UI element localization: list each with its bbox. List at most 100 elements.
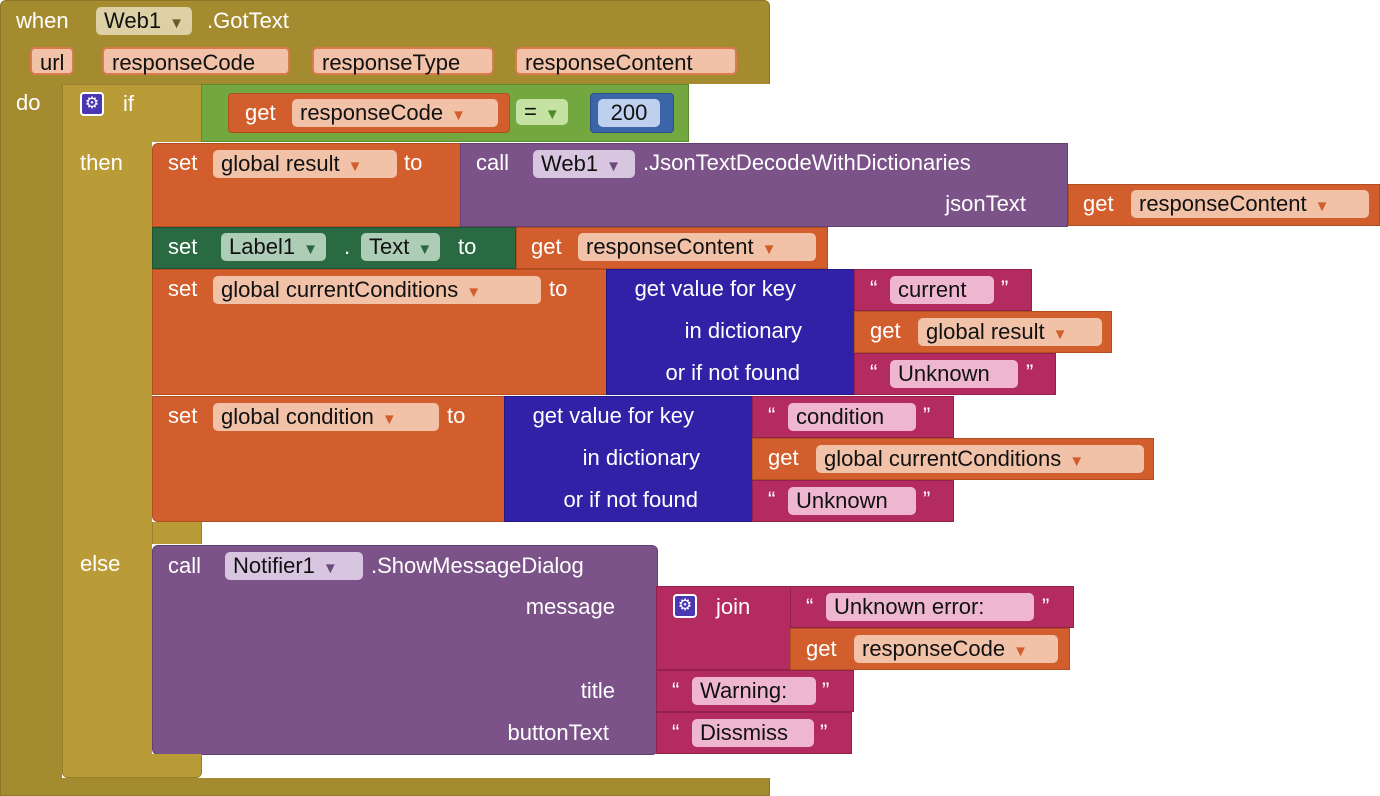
dropdown-arrow-icon: ▼ [347,158,363,175]
set-var-label: global currentConditions [221,277,459,302]
dropdown-arrow-icon: ▼ [1013,643,1028,660]
set-label: set [168,234,198,259]
event-block-footer [0,778,770,796]
event-name-label: .GotText [207,8,289,33]
compare-operator-label: = [524,99,537,124]
call-label: call [168,553,202,578]
event-do-label: do [16,90,41,115]
title-arg-label: title [580,678,615,703]
if-label: if [123,91,134,116]
set-label: set [168,150,198,175]
set-current-conditions-var-dropdown[interactable]: global currentConditions ▼ [213,276,541,304]
dict-lookup-block-1[interactable] [606,269,856,395]
event-component-dropdown[interactable]: Web1 ▼ [96,7,192,35]
call-method-label: .ShowMessageDialog [371,553,584,578]
dict-var-label: global currentConditions [824,446,1062,471]
set-component-label: Label1 [229,234,296,259]
dict-var-dropdown[interactable]: global result ▼ [918,318,1102,346]
set-global-condition-var-dropdown[interactable]: global condition ▼ [213,403,439,431]
set-to-label: to [458,234,477,259]
dropdown-arrow-icon: ▼ [606,158,621,175]
set-global-result-var-dropdown[interactable]: global result ▼ [213,150,397,178]
label1-get-label: get [531,234,562,259]
dropdown-arrow-icon: ▼ [381,411,397,428]
set-to-label: to [447,403,466,428]
open-quote: “ [672,678,680,703]
close-quote: ” [1001,276,1009,301]
call-method-label: .JsonTextDecodeWithDictionaries [643,150,971,175]
event-when-label: when [16,8,69,33]
jsontext-arg-label: jsonText [945,191,1026,216]
set-component-dropdown[interactable]: Label1 ▼ [221,233,326,261]
join-gear-icon[interactable]: ⚙ [673,594,697,618]
call-component-label: Web1 [541,151,599,176]
set-to-label: to [549,276,568,301]
lookup-dict-label: in dictionary [582,445,700,470]
message-arg-label: message [525,594,615,619]
text-field-condition[interactable]: condition [788,403,916,431]
join-get-label: get [806,636,837,661]
set-label1-text-block[interactable] [152,227,516,269]
set-property-label: Text [369,234,410,259]
text-field-unknown-2[interactable]: Unknown [788,487,916,515]
close-quote: ” [923,487,931,512]
dropdown-arrow-icon: ▼ [169,15,184,32]
event-param-responsecode[interactable]: responseCode [102,47,290,75]
text-field-dissmiss[interactable]: Dissmiss [692,719,814,747]
set-global-result-block[interactable] [152,143,462,227]
set-property-dropdown[interactable]: Text▼ [361,233,441,261]
join-var-label: responseCode [862,636,1006,661]
dropdown-arrow-icon: ▼ [761,241,777,258]
call-label: call [476,150,510,175]
set-label: set [168,276,198,301]
dropdown-arrow-icon: ▼ [544,106,560,123]
close-quote: ” [822,678,830,703]
join-var-dropdown[interactable]: responseCode ▼ [854,635,1058,663]
lookup-key-label: get value for key [634,276,796,301]
if-gear-icon[interactable]: ⚙ [80,92,104,116]
dict-var-label: global result [926,319,1045,344]
jsontext-get-label: get [1083,191,1114,216]
dropdown-arrow-icon: ▼ [1314,198,1330,215]
event-param-responsecontent[interactable]: responseContent [515,47,737,75]
call-component-dropdown[interactable]: Web1 ▼ [533,150,635,178]
lookup-dict-label: in dictionary [684,318,802,343]
jsontext-var-dropdown[interactable]: responseContent ▼ [1131,190,1369,218]
open-quote: “ [672,720,680,745]
text-field-current[interactable]: current [890,276,994,304]
condition-get-label: get [245,100,276,125]
compare-operator-dropdown[interactable]: =▼ [516,99,568,125]
text-field-unknown-error[interactable]: Unknown error: [826,593,1034,621]
dict-lookup-block-2[interactable] [504,396,754,522]
dict-get-label: get [870,318,901,343]
dropdown-arrow-icon: ▼ [322,560,338,577]
then-label: then [80,150,123,175]
text-field-unknown-1[interactable]: Unknown [890,360,1018,388]
close-quote: ” [820,720,828,745]
event-param-responsetype[interactable]: responseType [312,47,494,75]
lookup-key-label: get value for key [532,403,694,428]
label1-var-label: responseContent [586,234,754,259]
dropdown-arrow-icon: ▼ [1052,326,1068,343]
open-quote: “ [870,360,878,385]
event-param-url[interactable]: url [30,47,75,75]
then-slot-bottom [152,522,202,544]
jsontext-var-label: responseContent [1139,191,1307,216]
text-field-warning[interactable]: Warning: [692,677,816,705]
open-quote: “ [806,594,814,619]
lookup-notfound-label: or if not found [665,360,800,385]
dropdown-arrow-icon: ▼ [466,284,482,301]
condition-var-dropdown[interactable]: responseCode▼ [292,99,498,127]
join-label: join [716,594,751,619]
close-quote: ” [923,403,931,428]
label1-var-dropdown[interactable]: responseContent ▼ [578,233,816,261]
set-dot-label: . [344,234,351,259]
lookup-notfound-label: or if not found [563,487,698,512]
number-field-200[interactable]: 200 [598,99,660,127]
dropdown-arrow-icon: ▼ [303,241,318,258]
set-var-label: global result [221,151,340,176]
dict-var-dropdown[interactable]: global currentConditions▼ [816,445,1144,473]
set-var-label: global condition [221,404,374,429]
notifier-component-dropdown[interactable]: Notifier1▼ [225,552,363,580]
event-component-label: Web1 [104,8,162,33]
